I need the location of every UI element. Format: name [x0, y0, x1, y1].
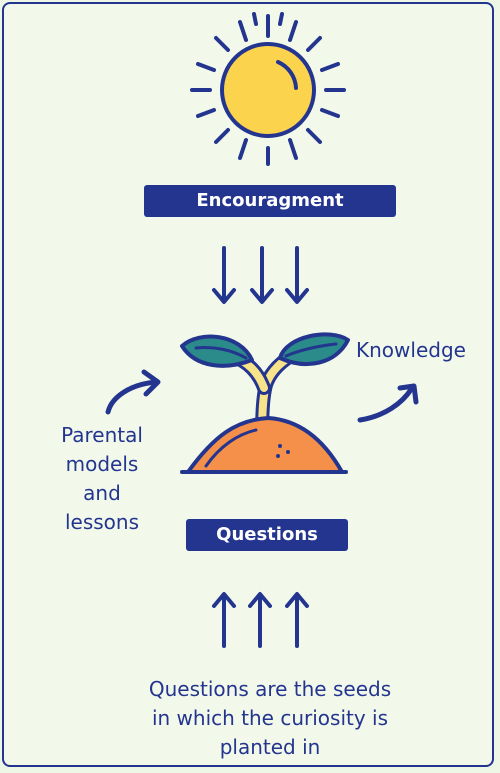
questions-label: Questions — [186, 519, 348, 551]
parental-line: lessons — [64, 510, 140, 534]
seeds-caption: Questions are the seeds in which the cur… — [110, 675, 430, 762]
sprout-icon — [180, 332, 350, 474]
curved-arrow-icon — [357, 383, 419, 423]
down-arrows — [212, 246, 309, 304]
arrow-down-icon — [212, 246, 236, 304]
curved-arrow-icon — [105, 369, 161, 415]
up-arrows — [212, 592, 309, 648]
sun-icon — [190, 12, 346, 166]
parental-line: and — [83, 481, 121, 505]
arrow-up-icon — [212, 592, 236, 648]
parental-line: models — [65, 452, 139, 476]
caption-line: in which the curiosity is — [151, 706, 389, 730]
parental-label: Parental models and lessons — [42, 421, 162, 537]
encouragement-label: Encouragment — [144, 185, 396, 217]
knowledge-label: Knowledge — [356, 338, 466, 362]
arrow-down-icon — [250, 246, 274, 304]
arrow-up-icon — [248, 592, 272, 648]
caption-line: Questions are the seeds — [148, 677, 392, 701]
parental-line: Parental — [61, 423, 143, 447]
caption-line: planted in — [219, 735, 321, 759]
arrow-up-icon — [285, 592, 309, 648]
arrow-down-icon — [285, 246, 309, 304]
